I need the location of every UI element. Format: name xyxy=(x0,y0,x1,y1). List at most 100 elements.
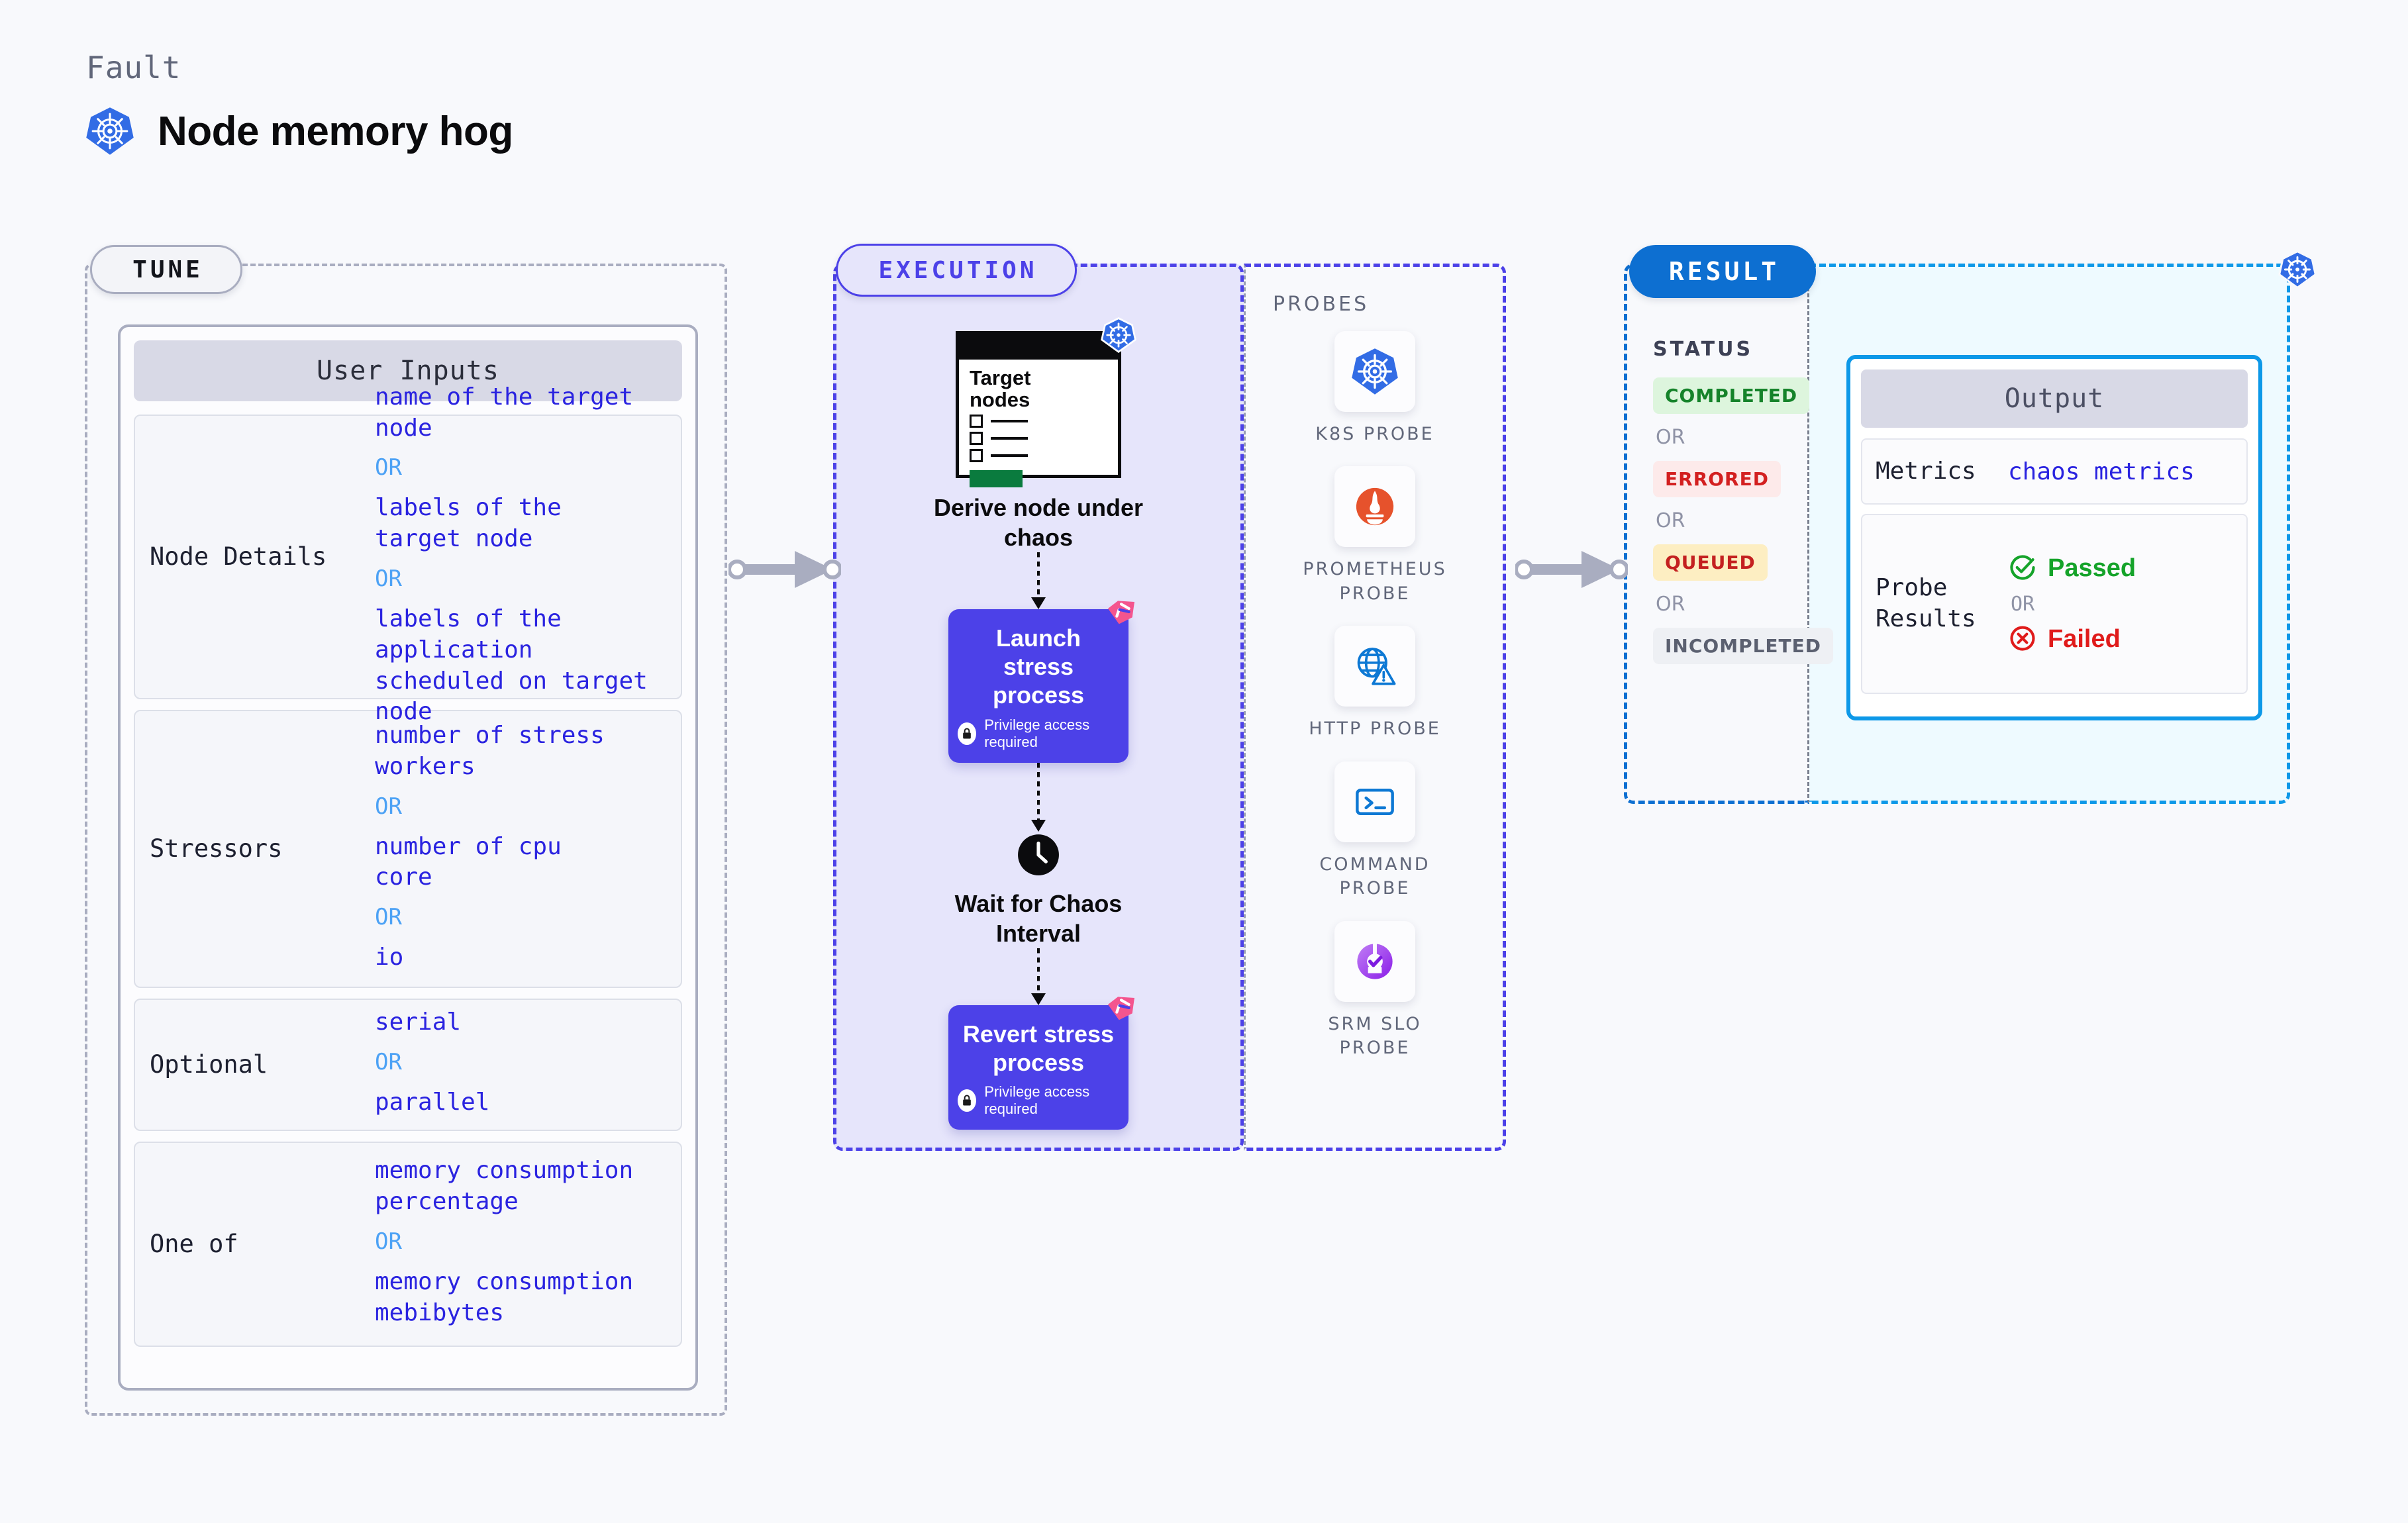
probe-item-prometheus[interactable]: PROMETHEUS PROBE xyxy=(1289,466,1461,606)
probe-label: SRM SLO PROBE xyxy=(1328,1013,1422,1059)
status-badge: ERRORED xyxy=(1653,461,1781,497)
input-group-label: Stressors xyxy=(150,834,283,863)
probe-result-failed: Failed xyxy=(2008,624,2136,656)
input-value: number of stress workers xyxy=(375,722,605,780)
list-item xyxy=(959,428,1118,446)
input-group-label: One of xyxy=(150,1230,238,1259)
output-header: Output xyxy=(1861,369,2248,428)
connector-arrow xyxy=(1031,948,1046,1005)
input-value: serial xyxy=(375,1008,462,1036)
probe-item-command[interactable]: COMMAND PROBE xyxy=(1289,761,1461,901)
output-label: Metrics xyxy=(1876,457,1976,485)
input-group-values: name of the target node OR labels of the… xyxy=(375,382,674,732)
kubernetes-icon xyxy=(2278,250,2317,291)
probe-item-srm-slo[interactable]: SRM SLO PROBE xyxy=(1289,920,1461,1061)
privilege-note: Privilege access required xyxy=(958,716,1119,751)
step-subtitle: Privilege access required xyxy=(984,716,1090,750)
probe-label: COMMAND PROBE xyxy=(1319,854,1430,899)
check-circle-icon xyxy=(2008,553,2037,585)
target-nodes-title: Target nodes xyxy=(970,366,1031,411)
connector-arrow xyxy=(1031,552,1046,609)
or-separator: OR xyxy=(1656,593,1685,616)
input-group-values: number of stress workers OR number of cp… xyxy=(375,720,674,977)
line-placeholder xyxy=(991,437,1028,440)
arrow-tune-to-execution xyxy=(727,543,842,599)
output-card: Output Metrics chaos metrics Probe Resul… xyxy=(1846,355,2262,720)
revert-stress-process-step[interactable]: Revert stress process Privilege access r… xyxy=(948,996,1134,1130)
x-circle-icon xyxy=(2008,624,2037,656)
list-item xyxy=(959,411,1118,428)
input-value: labels of the target node xyxy=(375,494,562,553)
input-group-one-of[interactable]: One of memory consumption percentage OR … xyxy=(134,1142,682,1347)
card-titlebar xyxy=(959,334,1118,360)
launch-stress-process-step[interactable]: Launch stress process Privilege access r… xyxy=(948,601,1134,763)
input-value: number of cpu core xyxy=(375,832,562,891)
input-group-optional[interactable]: Optional serial OR parallel xyxy=(134,999,682,1131)
checkbox-icon xyxy=(970,449,983,463)
output-row-metrics[interactable]: Metrics chaos metrics xyxy=(1861,438,2248,505)
list-item xyxy=(959,445,1118,463)
line-placeholder xyxy=(991,454,1028,458)
kubernetes-icon xyxy=(1334,331,1415,412)
slo-gauge-icon xyxy=(1334,920,1415,1002)
output-label: Probe Results xyxy=(1876,574,1976,632)
kubernetes-icon xyxy=(85,106,135,156)
input-group-label: Node Details xyxy=(150,542,327,571)
or-separator: OR xyxy=(375,793,402,820)
input-group-values: serial OR parallel xyxy=(375,1007,674,1122)
output-value: chaos metrics xyxy=(2008,458,2195,485)
privilege-note: Privilege access required xyxy=(958,1083,1119,1118)
probe-result-passed: Passed xyxy=(2008,553,2136,585)
input-value: labels of the application scheduled on t… xyxy=(375,605,648,726)
input-group-label: Optional xyxy=(150,1050,268,1079)
input-value: memory consumption percentage xyxy=(375,1157,634,1216)
tune-section-badge[interactable]: TUNE xyxy=(90,245,242,294)
target-nodes-card: Target nodes xyxy=(956,317,1136,488)
input-group-stressors[interactable]: Stressors number of stress workers OR nu… xyxy=(134,710,682,988)
input-value: memory consumption mebibytes xyxy=(375,1268,634,1326)
status-badge: INCOMPLETED xyxy=(1653,628,1834,664)
user-inputs-card: User Inputs Node Details name of the tar… xyxy=(118,324,698,1391)
input-value: name of the target node xyxy=(375,383,634,442)
input-group-node-details[interactable]: Node Details name of the target node OR … xyxy=(134,383,682,725)
probes-list: K8S PROBE PROMETHEUS PROBE xyxy=(1244,331,1506,1061)
result-section-badge[interactable]: RESULT xyxy=(1629,245,1816,298)
or-separator: OR xyxy=(375,1228,402,1255)
clock-icon xyxy=(1017,833,1060,879)
or-separator: OR xyxy=(375,1049,402,1075)
step-title: Revert stress process xyxy=(962,1020,1115,1076)
result-region xyxy=(1624,264,1809,804)
status-badge: QUEUED xyxy=(1653,544,1768,581)
derive-node-caption: Derive node under chaos xyxy=(933,494,1144,551)
globe-warning-icon xyxy=(1334,626,1415,707)
litmus-chaos-icon xyxy=(1105,599,1138,634)
lock-icon xyxy=(958,722,977,745)
status-badge: COMPLETED xyxy=(1653,377,1810,414)
probe-item-k8s[interactable]: K8S PROBE xyxy=(1289,331,1461,446)
wait-for-chaos-caption: Wait for Chaos Interval xyxy=(954,889,1123,947)
fault-title-row: Node memory hog xyxy=(85,106,513,156)
prometheus-icon xyxy=(1334,466,1415,548)
input-group-values: memory consumption percentage OR memory … xyxy=(375,1155,674,1332)
execution-section-badge[interactable]: EXECUTION xyxy=(836,244,1077,297)
probe-result-values: Passed OR Failed xyxy=(2008,553,2136,656)
or-separator: OR xyxy=(375,565,402,592)
or-separator: OR xyxy=(375,904,402,931)
probe-item-http[interactable]: HTTP PROBE xyxy=(1289,626,1461,741)
kubernetes-icon xyxy=(1101,317,1136,356)
line-placeholder xyxy=(991,420,1028,423)
passed-label: Passed xyxy=(2048,554,2136,582)
tune-region xyxy=(85,264,727,1416)
input-value: parallel xyxy=(375,1089,490,1116)
checkbox-icon xyxy=(970,415,983,428)
or-separator: OR xyxy=(2011,592,2035,616)
lock-icon xyxy=(958,1089,977,1112)
probe-label: K8S PROBE xyxy=(1315,424,1434,444)
fault-label: Fault xyxy=(86,50,181,85)
or-separator: OR xyxy=(1656,509,1685,532)
output-row-probe-results[interactable]: Probe Results Passed OR xyxy=(1861,514,2248,694)
user-inputs-header: User Inputs xyxy=(134,340,682,401)
status-title: STATUS xyxy=(1653,338,1754,361)
litmus-chaos-icon xyxy=(1105,995,1138,1030)
